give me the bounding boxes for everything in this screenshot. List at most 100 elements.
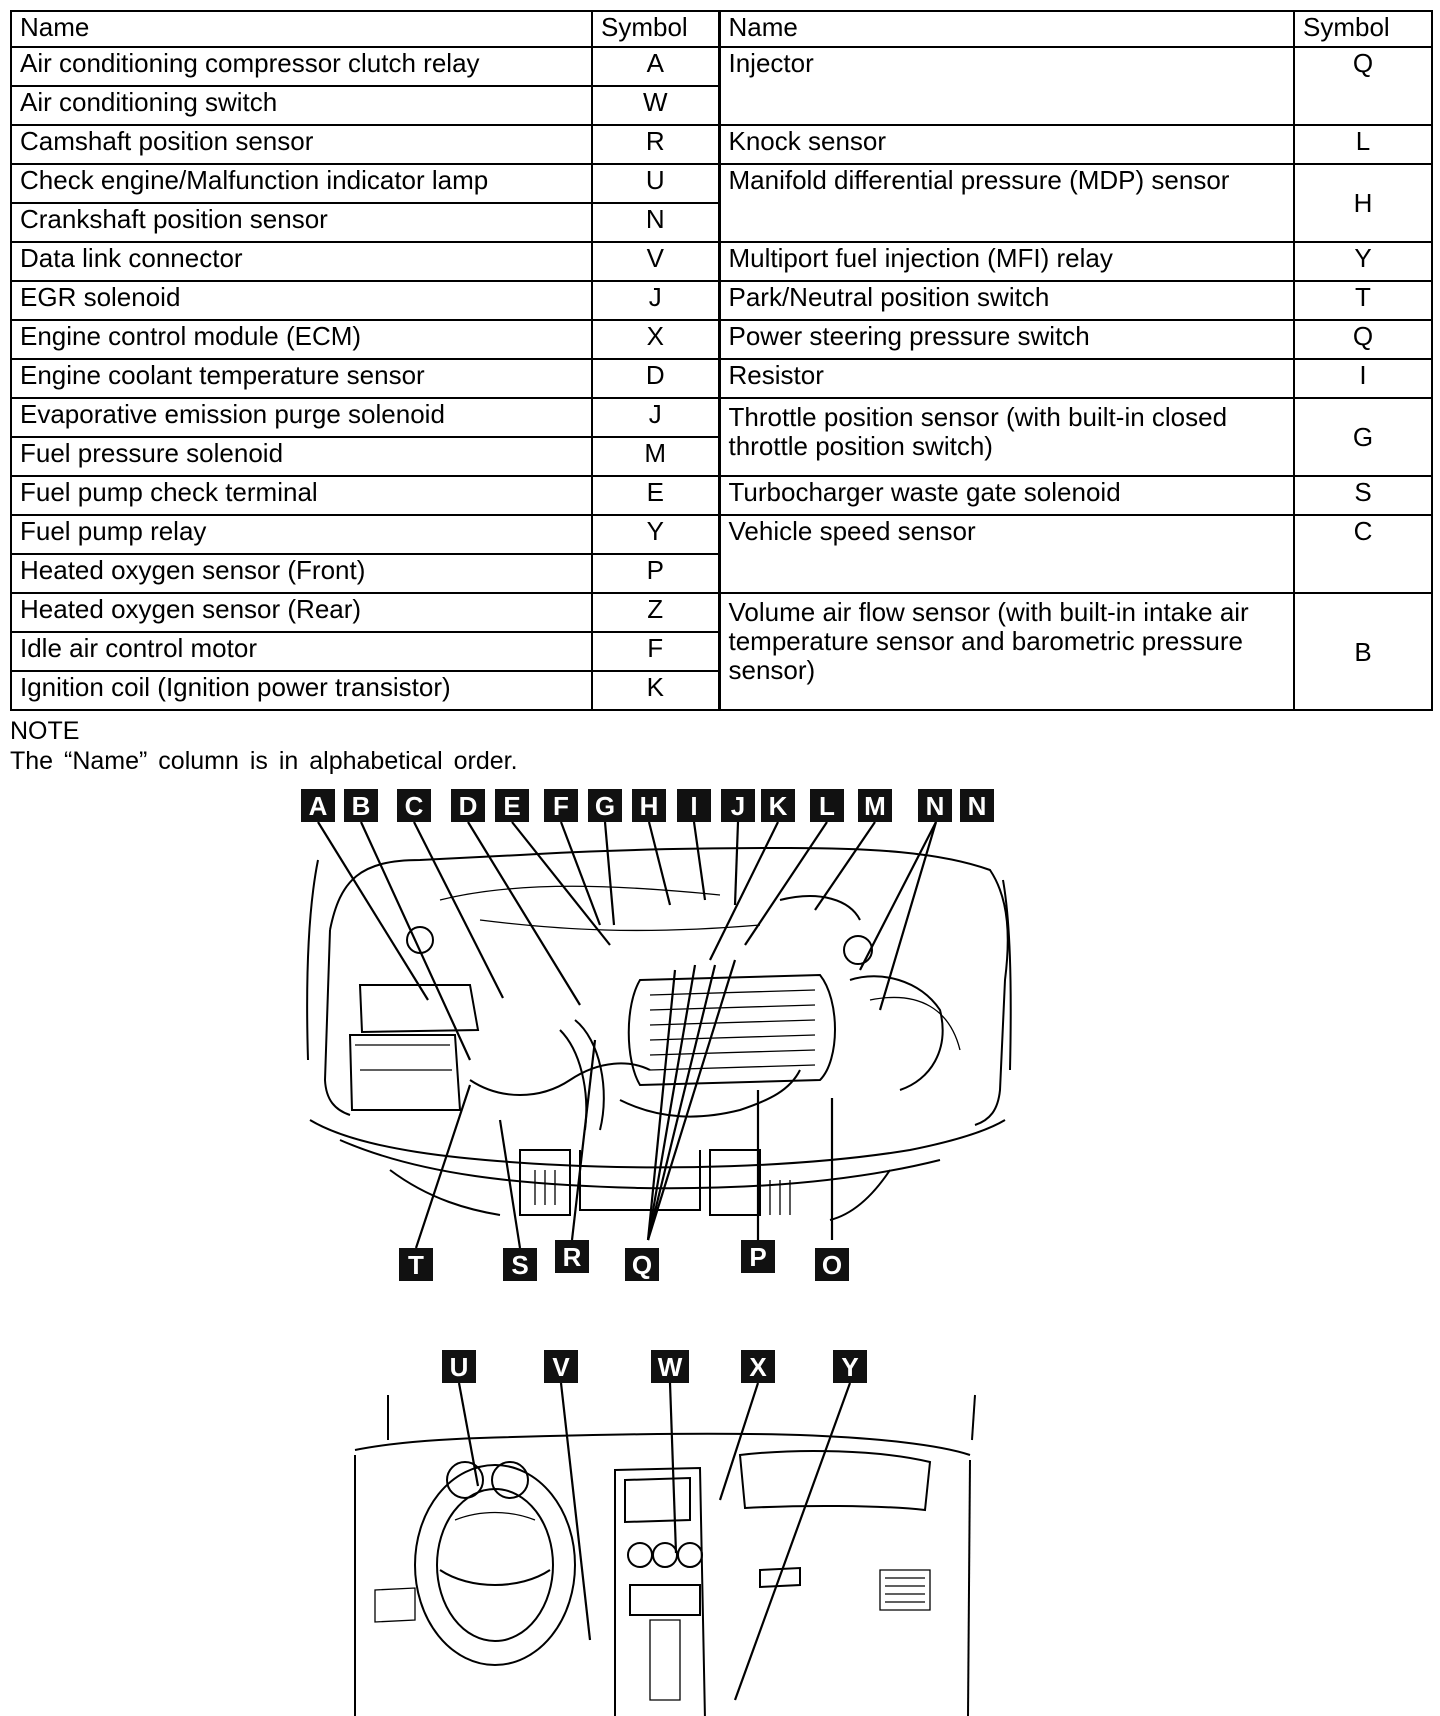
component-symbol: A (591, 46, 720, 87)
note-text: The “Name” column is in alphabetical ord… (10, 747, 518, 775)
component-name: Fuel pump check terminal (10, 475, 593, 516)
svg-text:E: E (503, 791, 520, 821)
component-name: Crankshaft position sensor (10, 202, 593, 243)
table-row: Fuel pump check terminal E Turbocharger … (10, 475, 1433, 516)
table-row: Air conditioning compressor clutch relay… (10, 46, 1433, 126)
svg-text:N: N (968, 791, 987, 821)
svg-text:G: G (595, 791, 615, 821)
component-symbol: E (591, 475, 720, 516)
engine-compartment-drawing (306, 846, 1012, 1221)
svg-text:F: F (553, 791, 569, 821)
table-row: Heated oxygen sensor (Front) P (10, 553, 1432, 594)
component-symbol: V (591, 241, 720, 282)
table-row: Heated oxygen sensor (Rear) Z Volume air… (10, 592, 1433, 711)
callout-label: G (588, 789, 622, 822)
component-symbol: F (591, 631, 720, 672)
svg-text:I: I (690, 791, 697, 821)
component-name: Evaporative emission purge solenoid (10, 397, 593, 438)
svg-text:Q: Q (632, 1250, 652, 1280)
table-row: Fuel pressure solenoid M (10, 436, 1432, 477)
svg-text:H: H (640, 791, 659, 821)
svg-text:N: N (926, 791, 945, 821)
callout-label: E (495, 789, 529, 822)
table-header-row: Name Symbol Name Symbol (10, 10, 1433, 48)
table-row: Fuel pump relay Y Vehicle speed sensor C (10, 514, 1433, 594)
component-symbol: N (591, 202, 720, 243)
svg-text:R: R (563, 1242, 582, 1272)
table-row: Crankshaft position sensor N (10, 202, 1432, 243)
component-symbol: D (591, 358, 720, 399)
table-row: Evaporative emission purge solenoid J Th… (10, 397, 1433, 477)
component-symbol: Q (1293, 319, 1433, 360)
table-row: Ignition coil (Ignition power transistor… (10, 670, 1432, 711)
component-symbol: S (1293, 475, 1433, 516)
svg-text:A: A (309, 791, 328, 821)
component-name: Resistor (717, 358, 1295, 399)
component-name: Vehicle speed sensor (717, 514, 1295, 594)
header-name-left: Name (10, 10, 593, 48)
component-symbol: H (1293, 163, 1433, 243)
table-row: EGR solenoid J Park/Neutral position swi… (10, 280, 1433, 321)
component-name: Multiport fuel injection (MFI) relay (717, 241, 1295, 282)
table-row: Data link connector V Multiport fuel inj… (10, 241, 1433, 282)
component-symbol: Q (1293, 46, 1433, 126)
component-symbol: G (1293, 397, 1433, 477)
callout-label: Q (625, 1248, 659, 1281)
component-symbol: L (1293, 124, 1433, 165)
callout-label: C (397, 789, 431, 822)
component-symbol: Y (1293, 241, 1433, 282)
component-name: Camshaft position sensor (10, 124, 593, 165)
component-name: Fuel pump relay (10, 514, 593, 555)
callout-label: B (344, 789, 378, 822)
svg-text:O: O (822, 1250, 842, 1280)
svg-text:P: P (749, 1242, 766, 1272)
component-symbol: W (591, 85, 720, 126)
component-symbol: R (591, 124, 720, 165)
svg-text:L: L (819, 791, 835, 821)
header-symbol-right: Symbol (1293, 10, 1433, 48)
component-name: Engine control module (ECM) (10, 319, 593, 360)
svg-text:X: X (749, 1352, 767, 1382)
callout-label: X (741, 1350, 775, 1383)
header-symbol-left: Symbol (591, 10, 720, 48)
component-name: Air conditioning compressor clutch relay (10, 46, 593, 87)
component-name: Engine coolant temperature sensor (10, 358, 593, 399)
component-symbol: C (1293, 514, 1433, 594)
svg-text:K: K (769, 791, 788, 821)
component-name: Volume air flow sensor (with built-in in… (717, 592, 1295, 711)
table-row: Air conditioning switch W (10, 85, 1432, 126)
table-row: Check engine/Malfunction indicator lamp … (10, 163, 1433, 243)
svg-text:B: B (352, 791, 371, 821)
component-name: Injector (717, 46, 1295, 126)
callout-label: D (451, 789, 485, 822)
component-name: Heated oxygen sensor (Rear) (10, 592, 593, 633)
component-name: Idle air control motor (10, 631, 593, 672)
component-name: Data link connector (10, 241, 593, 282)
table-row: Camshaft position sensor R Knock sensor … (10, 124, 1433, 165)
table-row: Idle air control motor F (10, 631, 1432, 672)
engine-callouts-bottom: T S R Q P O (399, 1240, 849, 1281)
component-name: Manifold differential pressure (MDP) sen… (717, 163, 1295, 243)
component-symbol: J (591, 397, 720, 438)
callout-label: V (544, 1350, 578, 1383)
callout-label: H (632, 789, 666, 822)
callout-label: P (741, 1240, 775, 1273)
component-symbol: Z (591, 592, 720, 633)
callout-label: M (858, 789, 892, 822)
svg-text:C: C (405, 791, 424, 821)
component-name: Park/Neutral position switch (717, 280, 1295, 321)
component-symbol: J (591, 280, 720, 321)
component-name: Check engine/Malfunction indicator lamp (10, 163, 593, 204)
svg-text:M: M (864, 791, 886, 821)
callout-label: W (651, 1350, 689, 1383)
callout-label: O (815, 1248, 849, 1281)
component-symbol: P (591, 553, 720, 594)
component-name: Throttle position sensor (with built-in … (717, 397, 1295, 477)
component-symbol: T (1293, 280, 1433, 321)
dash-callouts: U V W X Y (442, 1350, 867, 1383)
component-name: Turbocharger waste gate solenoid (717, 475, 1295, 516)
callout-label: U (442, 1350, 476, 1383)
svg-text:T: T (408, 1250, 424, 1280)
dashboard-drawing (354, 1394, 976, 1716)
callout-label: N (918, 789, 952, 822)
